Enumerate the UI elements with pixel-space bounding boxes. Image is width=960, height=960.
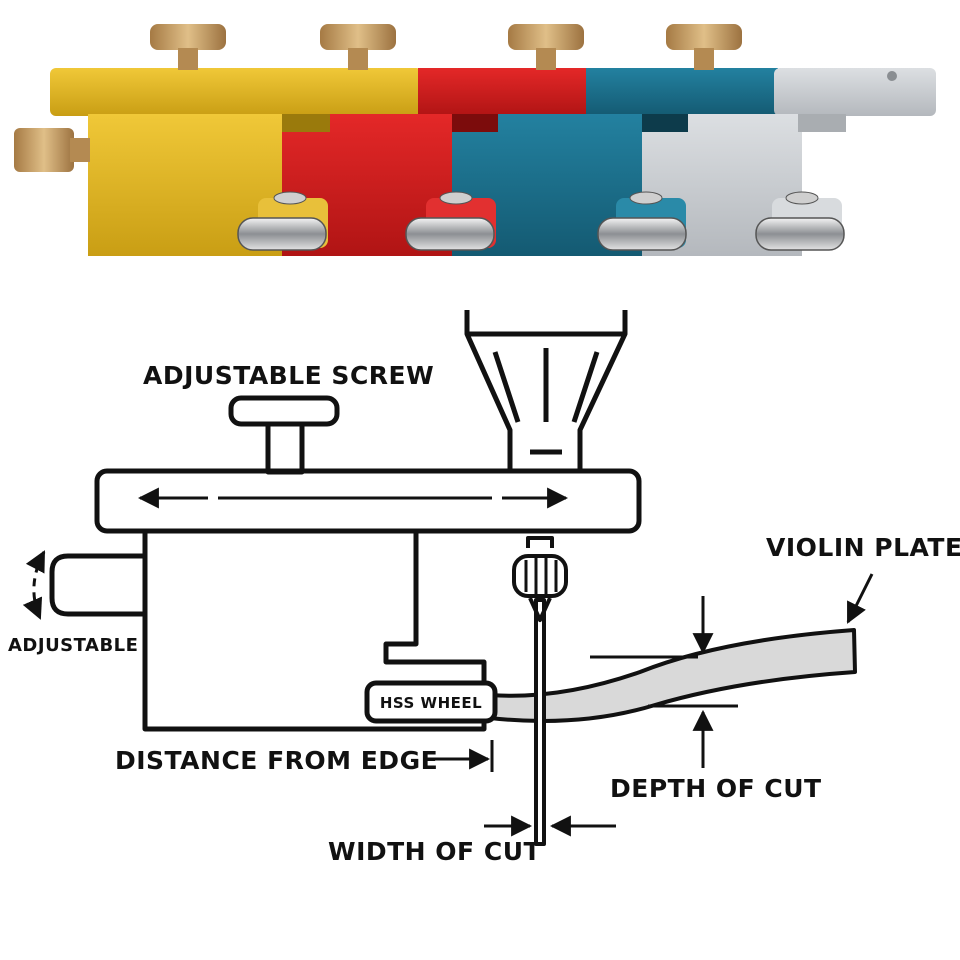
bearing-3: [597, 191, 687, 251]
side-adjust-screw: [14, 128, 90, 172]
screw-shank: [265, 421, 305, 475]
adjustable-screw-label: ADJUSTABLE SCREW: [143, 361, 434, 390]
blade-holder: [464, 310, 628, 471]
cutter-body: [142, 531, 487, 732]
silver-hole: [887, 71, 897, 81]
depth-of-cut-label: DEPTH OF CUT: [610, 774, 822, 803]
screw-head: [228, 395, 340, 427]
silver-top-bar: [774, 68, 936, 116]
bearing-2: [405, 191, 495, 251]
thumb-screw-1: [150, 24, 226, 70]
distance-from-edge-label: DISTANCE FROM EDGE: [115, 746, 438, 775]
violin-plate-arrow: [846, 573, 874, 624]
hss-wheel-label: HSS WHEEL: [380, 694, 482, 712]
gold-top-bar: [50, 68, 422, 116]
depth-of-cut-marks: [590, 596, 738, 768]
red-slot: [452, 114, 498, 132]
silver-tab: [798, 114, 846, 132]
product-photo: [14, 24, 936, 256]
teal-top-bar: [586, 68, 778, 116]
violin-plate-label: VIOLIN PLATE: [766, 533, 960, 562]
collet-lines: [524, 558, 558, 594]
bearing-4: [755, 191, 845, 251]
thumb-screw-2: [320, 24, 396, 70]
line-diagram: [49, 310, 857, 846]
side-screw-outline: [49, 553, 145, 617]
blade-holder-slot-1: [492, 351, 521, 423]
guide-bar: [94, 468, 642, 534]
blade-stem: [534, 598, 546, 846]
violin-plate: [488, 628, 857, 724]
hss-wheel-box: [364, 680, 498, 724]
bearing-1: [237, 191, 327, 251]
thumb-screw-3: [508, 24, 584, 70]
width-of-cut-label: WIDTH OF CUT: [328, 837, 541, 866]
adjustable-label: ADJUSTABLE: [8, 635, 138, 656]
thumb-screw-4: [666, 24, 742, 70]
red-top-bar: [418, 68, 590, 116]
collet-top: [526, 536, 554, 548]
adjustable-curved-arrow: [22, 550, 46, 620]
blade-holder-slot-3: [571, 351, 600, 423]
distance-arrow: [424, 740, 494, 772]
gold-slot: [282, 114, 330, 132]
collet-tip: [528, 597, 552, 622]
teal-slot: [642, 114, 688, 132]
collet-knurl: [512, 554, 568, 598]
